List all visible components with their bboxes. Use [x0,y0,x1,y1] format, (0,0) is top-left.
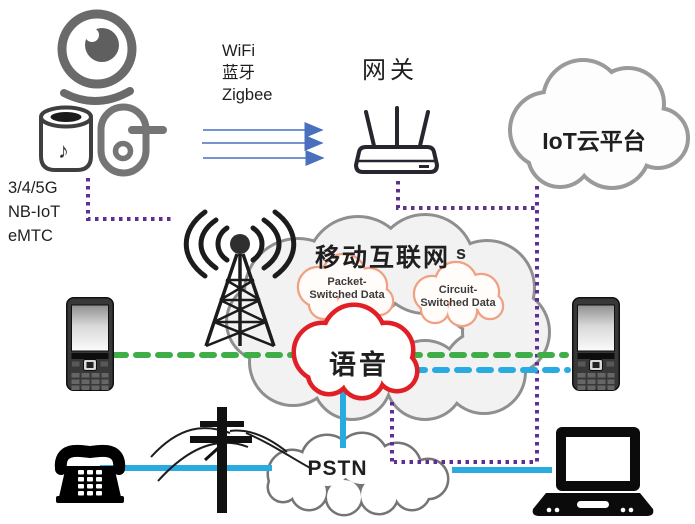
wireless-protocols-label: WiFi 蓝牙 Zigbee [222,42,273,104]
cell-tower-icon [183,209,297,348]
packet-switched-cloud [296,252,395,324]
wifi-arrows [202,122,325,166]
mobile-internet-suffix: s [456,243,467,263]
smart-lock-icon [97,103,167,177]
blue-solid-pstn-links [100,390,552,473]
purple-dotted-connections [86,178,539,464]
connection-lines [86,122,571,473]
packet-switched-label: Packet- Switched Data [309,276,385,301]
circuit-switched-cloud [412,260,505,328]
smart-speaker-icon: ♪ [39,105,93,172]
music-note-glyph: ♪ [58,138,69,163]
telephone-icon [54,444,126,503]
circuit-switched-label: Circuit- Switched Data [420,284,496,309]
camera-icon [57,9,137,105]
voice-cloud [291,302,420,401]
mobile-internet-label: 移动互联网 [314,244,450,272]
pstn-cloud-label: PSTN [307,457,368,480]
iot-cloud-label: IoT云平台 [542,128,646,154]
right-feature-phone-icon [572,297,620,391]
router-icon [354,106,439,174]
voice-cloud-label: 语音 [329,350,389,380]
utility-pole-icon [150,407,313,513]
cellular-protocols-label: 3/4/5G NB-IoT eMTC [8,179,61,245]
laptop-icon [532,427,654,516]
gateway-label: 网关 [362,57,418,84]
iot-platform-cloud [508,58,690,190]
radio-waves [183,209,297,279]
left-feature-phone-icon [66,297,114,391]
pstn-cloud [266,431,450,517]
voice-cloud-shape [291,302,420,401]
